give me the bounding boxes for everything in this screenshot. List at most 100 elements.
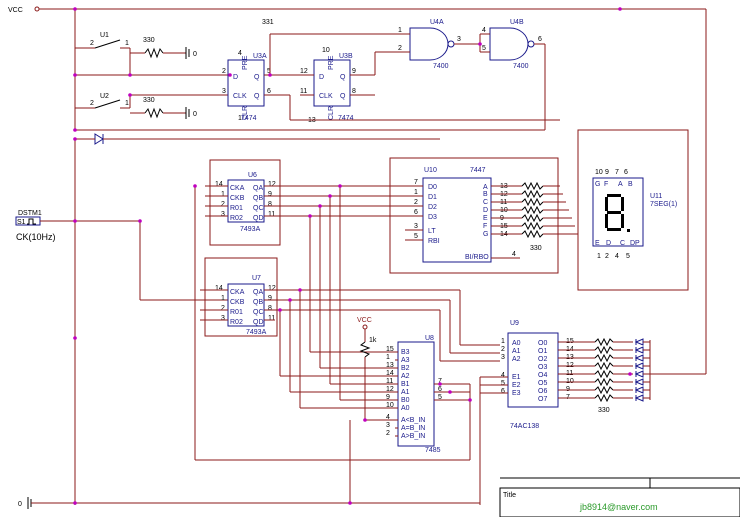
svg-text:2: 2 <box>398 45 402 52</box>
svg-text:2: 2 <box>90 100 94 107</box>
svg-text:8: 8 <box>268 305 272 312</box>
svg-text:O6: O6 <box>538 388 547 395</box>
svg-text:D: D <box>233 74 238 81</box>
svg-text:1: 1 <box>125 100 129 107</box>
svg-text:12: 12 <box>268 181 276 188</box>
svg-text:3: 3 <box>457 36 461 43</box>
svg-text:8: 8 <box>352 88 356 95</box>
svg-text:3: 3 <box>414 223 418 230</box>
svg-text:U8: U8 <box>425 335 434 342</box>
svg-text:2: 2 <box>414 199 418 206</box>
u1-label: U1 <box>100 32 109 39</box>
svg-text:12: 12 <box>268 285 276 292</box>
svg-text:7: 7 <box>414 179 418 186</box>
svg-text:CKA: CKA <box>230 185 245 192</box>
svg-text:6: 6 <box>538 36 542 43</box>
svg-text:74AC138: 74AC138 <box>510 423 539 430</box>
svg-text:0: 0 <box>18 501 22 508</box>
svg-text:9: 9 <box>386 394 390 401</box>
svg-text:6: 6 <box>438 386 442 393</box>
svg-text:7: 7 <box>438 378 442 385</box>
svg-text:6: 6 <box>624 169 628 176</box>
svg-text:QD: QD <box>253 319 264 326</box>
svg-text:A>B_IN: A>B_IN <box>401 433 425 440</box>
svg-text:U3B: U3B <box>339 53 353 60</box>
svg-text:A: A <box>483 184 488 191</box>
svg-text:5: 5 <box>626 253 630 260</box>
svg-text:O5: O5 <box>538 380 547 387</box>
ground-rail: 0 <box>18 420 480 509</box>
svg-text:D: D <box>319 74 324 81</box>
svg-text:2: 2 <box>605 253 609 260</box>
svg-text:QB: QB <box>253 299 263 306</box>
svg-text:A1: A1 <box>512 348 521 355</box>
svg-text:12: 12 <box>386 386 394 393</box>
email-text: jb8914@naver.com <box>579 502 658 512</box>
svg-text:330: 330 <box>143 97 155 104</box>
svg-text:6: 6 <box>414 209 418 216</box>
svg-text:D: D <box>606 240 611 247</box>
svg-text:G: G <box>483 231 488 238</box>
svg-text:4: 4 <box>238 50 242 57</box>
svg-text:U7: U7 <box>252 275 261 282</box>
resistor-mid: 330 0 <box>130 97 197 119</box>
svg-text:U4B: U4B <box>510 19 524 26</box>
svg-text:D: D <box>483 207 488 214</box>
svg-text:CLK: CLK <box>233 93 247 100</box>
svg-text:1: 1 <box>386 354 390 361</box>
svg-text:7400: 7400 <box>433 63 449 70</box>
svg-text:1: 1 <box>125 40 129 47</box>
svg-text:7: 7 <box>615 169 619 176</box>
svg-text:A2: A2 <box>512 356 521 363</box>
svg-text:5: 5 <box>414 233 418 240</box>
svg-text:CLR: CLR <box>242 106 249 120</box>
svg-text:5: 5 <box>501 380 505 387</box>
svg-text:S1: S1 <box>17 219 26 226</box>
svg-text:11: 11 <box>300 88 307 95</box>
svg-text:A1: A1 <box>401 389 410 396</box>
svg-text:7474: 7474 <box>241 115 257 122</box>
svg-text:E1: E1 <box>512 374 521 381</box>
svg-text:D3: D3 <box>428 214 437 221</box>
svg-text:11: 11 <box>268 211 275 218</box>
vcc-rail: VCC <box>8 6 707 375</box>
svg-text:B: B <box>483 191 488 198</box>
svg-text:QC: QC <box>253 205 264 212</box>
svg-text:PRE: PRE <box>328 55 335 70</box>
svg-text:DSTM1: DSTM1 <box>18 210 42 217</box>
svg-text:U10: U10 <box>424 167 437 174</box>
svg-text:12: 12 <box>300 68 308 75</box>
svg-text:U11: U11 <box>650 193 662 200</box>
svg-text:15: 15 <box>386 346 394 353</box>
svg-text:3: 3 <box>386 422 390 429</box>
svg-text:9: 9 <box>352 68 356 75</box>
gate-u4b: U4B 7400 456 <box>75 19 546 131</box>
svg-text:CKA: CKA <box>230 289 245 296</box>
title-block: Title jb8914@naver.com <box>499 477 740 517</box>
label-331: 331 <box>262 19 274 26</box>
svg-text:D2: D2 <box>428 204 437 211</box>
svg-text:1: 1 <box>501 338 505 345</box>
clock-source: DSTM1 S1 CK(10Hz) <box>15 210 228 301</box>
svg-text:R02: R02 <box>230 319 243 326</box>
diode <box>74 133 440 505</box>
svg-text:QD: QD <box>253 215 264 222</box>
svg-text:B: B <box>628 181 633 188</box>
svg-text:E: E <box>483 215 488 222</box>
svg-text:14: 14 <box>215 285 223 292</box>
svg-text:0: 0 <box>193 111 197 118</box>
svg-text:4: 4 <box>482 27 486 34</box>
svg-text:1: 1 <box>597 253 601 260</box>
svg-text:O7: O7 <box>538 396 547 403</box>
svg-text:4: 4 <box>501 372 505 379</box>
svg-text:2: 2 <box>90 40 94 47</box>
counter-wiring <box>194 185 500 461</box>
svg-text:1: 1 <box>221 295 225 302</box>
svg-text:14: 14 <box>215 181 223 188</box>
svg-text:11: 11 <box>268 315 275 322</box>
svg-text:QA: QA <box>253 185 263 192</box>
svg-text:VCC: VCC <box>357 317 372 324</box>
svg-text:5: 5 <box>438 394 442 401</box>
